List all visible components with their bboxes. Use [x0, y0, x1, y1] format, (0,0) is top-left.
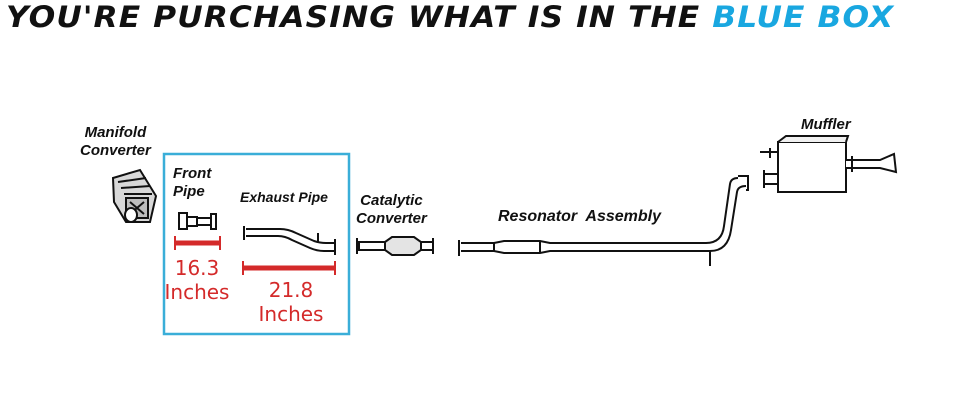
front-pipe-part — [178, 212, 217, 230]
front-pipe-label-line1: Front — [173, 165, 212, 182]
front-pipe-label-line2: Pipe — [173, 183, 205, 200]
muffler-label: Muffler — [801, 116, 851, 133]
exhaust-pipe-part — [243, 226, 336, 255]
front-pipe-measurement-value: 16.3 — [174, 256, 220, 280]
headline-accent: BLUE BOX — [712, 0, 895, 34]
selection-box — [162, 152, 351, 336]
manifold-converter-label-line1: Manifold — [84, 124, 147, 141]
catalytic-converter-part — [356, 236, 434, 256]
headline-text: YOU'RE PURCHASING WHAT IS IN THE — [6, 0, 713, 34]
manifold-converter-label: Manifold Converter — [80, 124, 151, 160]
catalytic-converter-label: Catalytic Converter — [356, 192, 427, 228]
catalytic-converter-label-line1: Catalytic — [360, 192, 423, 209]
exhaust-pipe-measurement-value: 21.8 — [268, 278, 314, 302]
front-pipe-label: Front Pipe — [173, 165, 211, 201]
muffler-part — [760, 135, 898, 193]
exhaust-pipe-measurement: 21.8 Inches — [250, 278, 332, 326]
manifold-converter-part — [111, 168, 158, 223]
exhaust-pipe-label: Exhaust Pipe — [240, 189, 328, 205]
catalytic-converter-label-line2: Converter — [356, 210, 427, 227]
headline: YOU'RE PURCHASING WHAT IS IN THE BLUE BO… — [6, 0, 894, 34]
resonator-assembly-label: Resonator Assembly — [498, 208, 662, 225]
resonator-assembly-part — [458, 175, 749, 266]
exhaust-pipe-measurement-unit: Inches — [258, 302, 324, 326]
manifold-converter-label-line2: Converter — [80, 142, 151, 159]
front-pipe-measurement-unit: Inches — [164, 280, 230, 304]
front-pipe-measurement: 16.3 Inches — [160, 256, 234, 304]
